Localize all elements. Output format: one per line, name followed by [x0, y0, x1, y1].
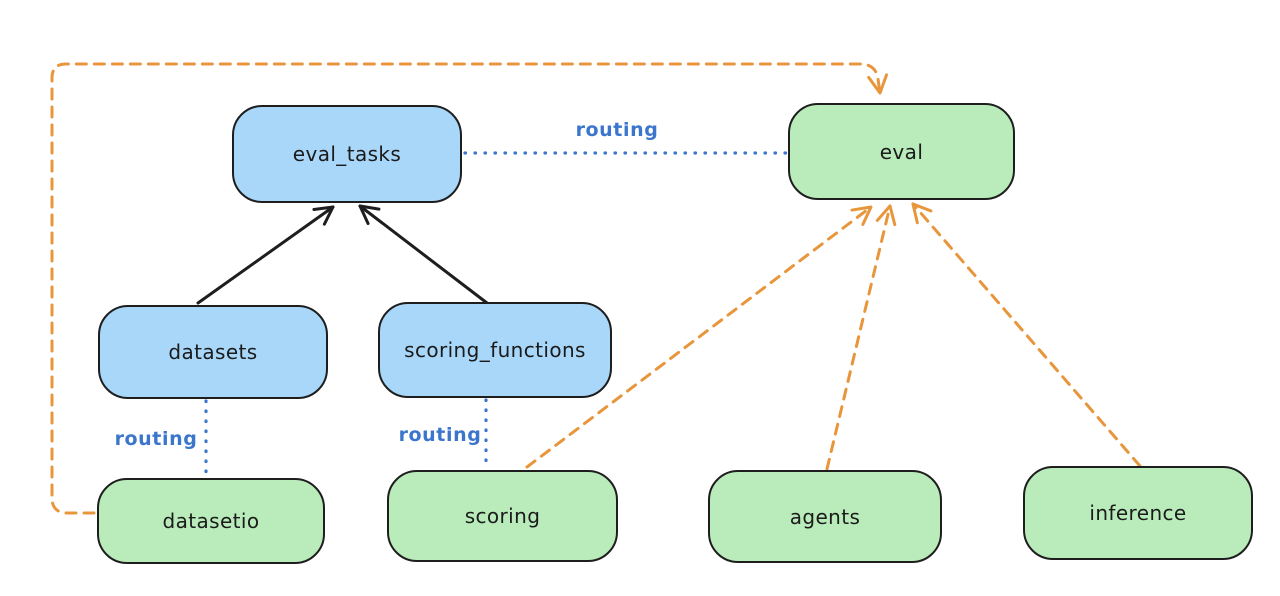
- edge-inference-to-eval: [911, 202, 1142, 468]
- node-eval: eval: [788, 103, 1015, 200]
- edge-scoring-functions-to-eval-tasks: [358, 204, 489, 305]
- node-agents-label: agents: [789, 504, 861, 529]
- edge-agents-to-eval: [825, 204, 897, 471]
- node-eval-tasks: eval_tasks: [232, 105, 462, 203]
- node-datasetio: datasetio: [97, 478, 325, 564]
- edge-scoring-to-eval: [525, 205, 873, 469]
- node-inference-label: inference: [1089, 501, 1187, 525]
- node-datasets-label: datasets: [168, 340, 258, 364]
- edge-datasets-to-eval-tasks: [196, 205, 335, 305]
- node-datasetio-label: datasetio: [162, 509, 260, 533]
- node-inference: inference: [1023, 466, 1253, 560]
- node-eval-label: eval: [879, 139, 924, 164]
- edge-label-routing-left: routing: [114, 428, 198, 450]
- node-scoring-functions: scoring_functions: [378, 302, 612, 398]
- node-agents: agents: [708, 470, 942, 563]
- node-scoring-functions-label: scoring_functions: [404, 338, 586, 362]
- node-datasets: datasets: [98, 305, 328, 399]
- edge-datasetio-to-eval: [50, 62, 889, 515]
- edge-label-routing-middle: routing: [398, 424, 482, 446]
- node-eval-tasks-label: eval_tasks: [292, 142, 402, 166]
- node-scoring-label: scoring: [464, 504, 541, 528]
- edge-label-routing-top: routing: [575, 119, 659, 141]
- node-scoring: scoring: [387, 470, 618, 562]
